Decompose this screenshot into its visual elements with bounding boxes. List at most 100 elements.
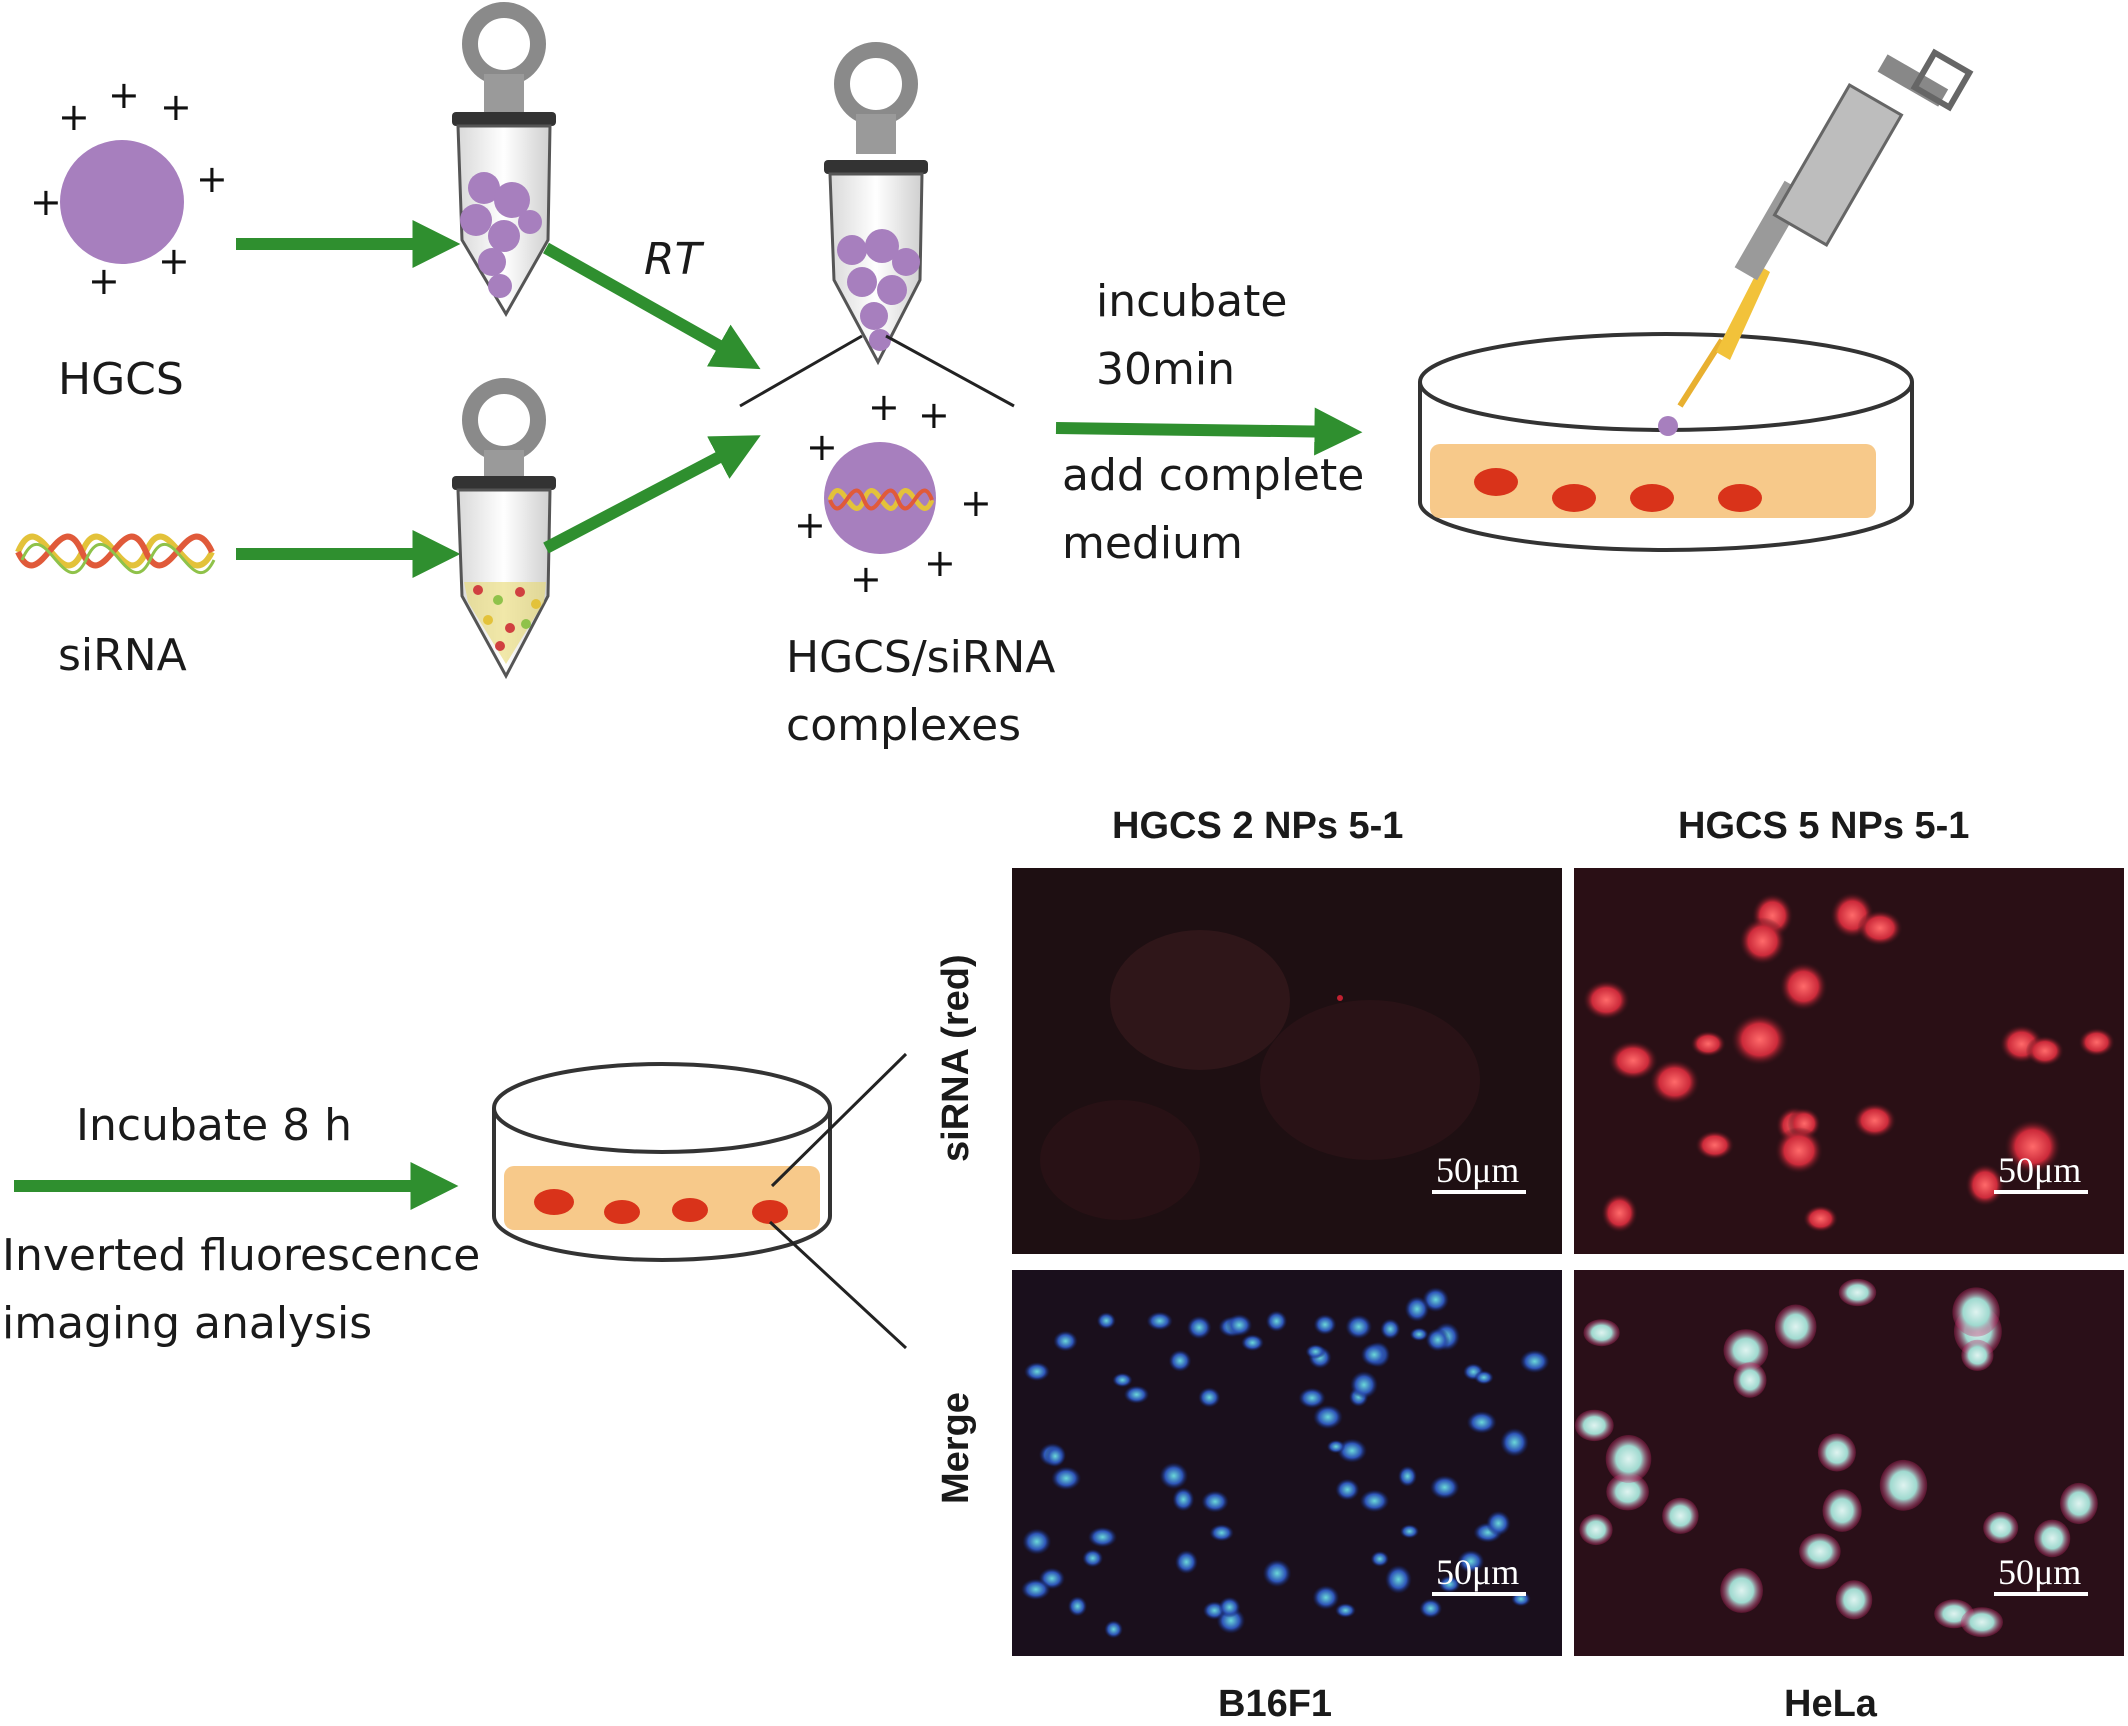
label-30min: 30min <box>1096 344 1235 395</box>
hgcs-particle: + + + + + + + <box>30 73 228 303</box>
charge-plus: + <box>918 393 950 437</box>
cell-blob <box>1852 1102 1897 1139</box>
cell-blob <box>1350 1371 1378 1399</box>
arrow-incubate <box>1055 407 1363 456</box>
callout-line <box>885 334 1015 408</box>
cell-blob <box>1690 1030 1727 1058</box>
panel-b16f1-merge: 50μm <box>1012 1270 1562 1656</box>
cell-blob <box>1582 980 1631 1020</box>
cell-blob <box>1112 1372 1133 1388</box>
cell-blob <box>1385 1564 1412 1594</box>
cell-blob <box>1965 1163 2005 1207</box>
cell-blob <box>1960 1607 2003 1637</box>
cell-blob <box>1857 909 1903 947</box>
charge-plus: + <box>158 239 190 283</box>
cell-blob <box>1425 1328 1450 1352</box>
scale-bar-label: 50μm <box>1998 1150 2081 1190</box>
cell-blob <box>1574 1409 1614 1442</box>
cell-blob <box>1733 1362 1767 1398</box>
cell-blob <box>2034 1519 2071 1558</box>
cell-blob <box>1241 1334 1264 1352</box>
cell-blob <box>1399 1524 1420 1539</box>
cell-blob <box>1305 1344 1326 1359</box>
cell-blob <box>1021 1578 1051 1600</box>
label-sirna: siRNA <box>58 630 187 681</box>
cell-blob <box>1359 1489 1390 1513</box>
panel-hela-merge: 50μm <box>1574 1270 2124 1656</box>
row-label-2: Merge <box>935 1392 977 1504</box>
cell-blob <box>1022 1528 1052 1555</box>
callout-line <box>739 334 863 408</box>
cell-blob <box>1209 1524 1234 1542</box>
cell-blob <box>1466 1411 1497 1434</box>
cell-blob <box>2003 1118 2062 1175</box>
cell-blob <box>1044 1445 1066 1467</box>
charge-plus: + <box>868 385 900 429</box>
label-imaging-1: Inverted fluorescence <box>2 1230 480 1281</box>
cell-blob <box>1380 1318 1401 1340</box>
column-title-2: HGCS 5 NPs 5-1 <box>1678 805 1969 847</box>
cell-blob <box>1817 1433 1856 1472</box>
charge-plus: + <box>960 481 992 525</box>
cell-blob <box>2078 1027 2116 1057</box>
label-medium: medium <box>1062 518 1243 569</box>
syringe <box>1677 48 1974 408</box>
cell-blob <box>1429 1475 1460 1500</box>
label-add-complete: add complete <box>1062 450 1364 501</box>
cell-blob <box>1838 1278 1877 1307</box>
cell-blob <box>1835 1580 1873 1620</box>
cell-blob <box>1438 1575 1461 1593</box>
charge-plus: + <box>160 85 192 129</box>
cell-blob <box>1198 1387 1221 1408</box>
label-complexes-1: HGCS/siRNA <box>786 632 1055 683</box>
cell-blob <box>1879 1459 1928 1511</box>
cell-blob <box>1738 917 1787 965</box>
label-rt: RT <box>644 234 705 285</box>
cell-blob <box>1500 1427 1529 1457</box>
column-title-1: HGCS 2 NPs 5-1 <box>1112 805 1403 847</box>
cell-blob <box>1457 1549 1485 1573</box>
tube-sirna <box>452 378 556 680</box>
cell-blob <box>1370 1551 1390 1567</box>
cell-blob <box>1583 1319 1620 1347</box>
cell-blob <box>1419 1598 1443 1619</box>
petri-dish-1 <box>1418 332 1914 552</box>
cell-blob <box>1802 1205 1839 1233</box>
cell-blob <box>1313 1314 1337 1335</box>
cell-blob <box>1168 1349 1192 1372</box>
cell-blob <box>1409 1327 1429 1342</box>
cell-blob <box>1720 1568 1763 1613</box>
cell-blob <box>1096 1312 1116 1330</box>
cell-blob <box>2025 1035 2065 1067</box>
cell-blob <box>1822 1489 1862 1532</box>
cell-blob <box>1186 1315 1212 1340</box>
cell-blob <box>1345 1314 1373 1340</box>
cell-blob <box>1607 1040 1659 1081</box>
cell-blob <box>1961 1339 1994 1371</box>
cell-blob <box>1335 1603 1356 1618</box>
callout-line <box>768 1220 908 1350</box>
cell-blob <box>1404 1296 1430 1322</box>
charge-plus: + <box>108 73 140 117</box>
cell-blob <box>1262 1559 1292 1588</box>
cell-blob <box>1024 1362 1050 1382</box>
cell-blob <box>1226 1314 1253 1337</box>
cell-blob <box>1326 1439 1346 1454</box>
tube-hgcs <box>452 2 556 317</box>
cell-blob <box>1067 1596 1088 1617</box>
cell-blob <box>2060 1482 2098 1525</box>
cell-blob <box>1312 1585 1340 1610</box>
cell-blob <box>1952 1287 2000 1337</box>
cell-blob <box>1662 1497 1699 1534</box>
tube-complex <box>824 42 928 366</box>
petri-dish-2 <box>492 1062 832 1262</box>
callout-line <box>770 1052 908 1188</box>
cell-blob <box>1779 961 1828 1012</box>
cell-blob <box>1579 1514 1613 1546</box>
cell-blob <box>1723 1329 1769 1372</box>
cell-blob <box>1774 1304 1817 1349</box>
cell-blob <box>1695 1130 1735 1160</box>
panel-b16f1-sirna: 50μm <box>1012 868 1562 1254</box>
label-incubate: incubate <box>1096 276 1287 327</box>
cell-blob <box>1172 1487 1195 1512</box>
